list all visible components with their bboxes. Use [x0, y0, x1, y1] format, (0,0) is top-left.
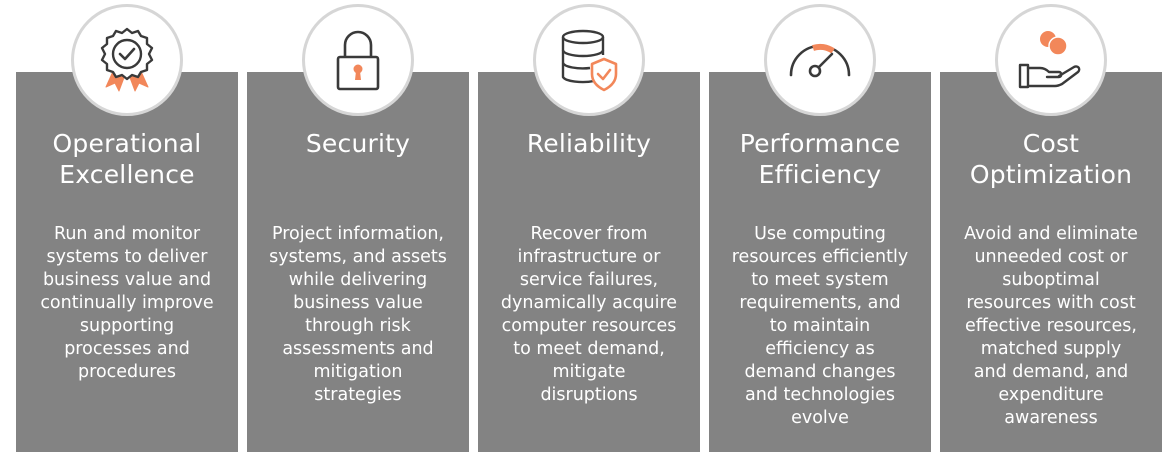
speedometer-icon [789, 43, 851, 78]
icon-badge-reliability [533, 4, 645, 116]
icon-badge-cost-optimization [995, 4, 1107, 116]
padlock-icon [336, 30, 380, 91]
award-badge-icon [100, 27, 154, 92]
pillar-security: Security Project information,systems, an… [247, 72, 469, 452]
pillar-title: Security [305, 129, 411, 158]
database-shield-icon [561, 29, 618, 92]
icon-badge-operational-excellence [71, 4, 183, 116]
pillar-title: Reliability [526, 129, 652, 158]
hand-coins-icon [1018, 31, 1081, 89]
icon-badge-security [302, 4, 414, 116]
icon-badge-performance-efficiency [764, 4, 876, 116]
